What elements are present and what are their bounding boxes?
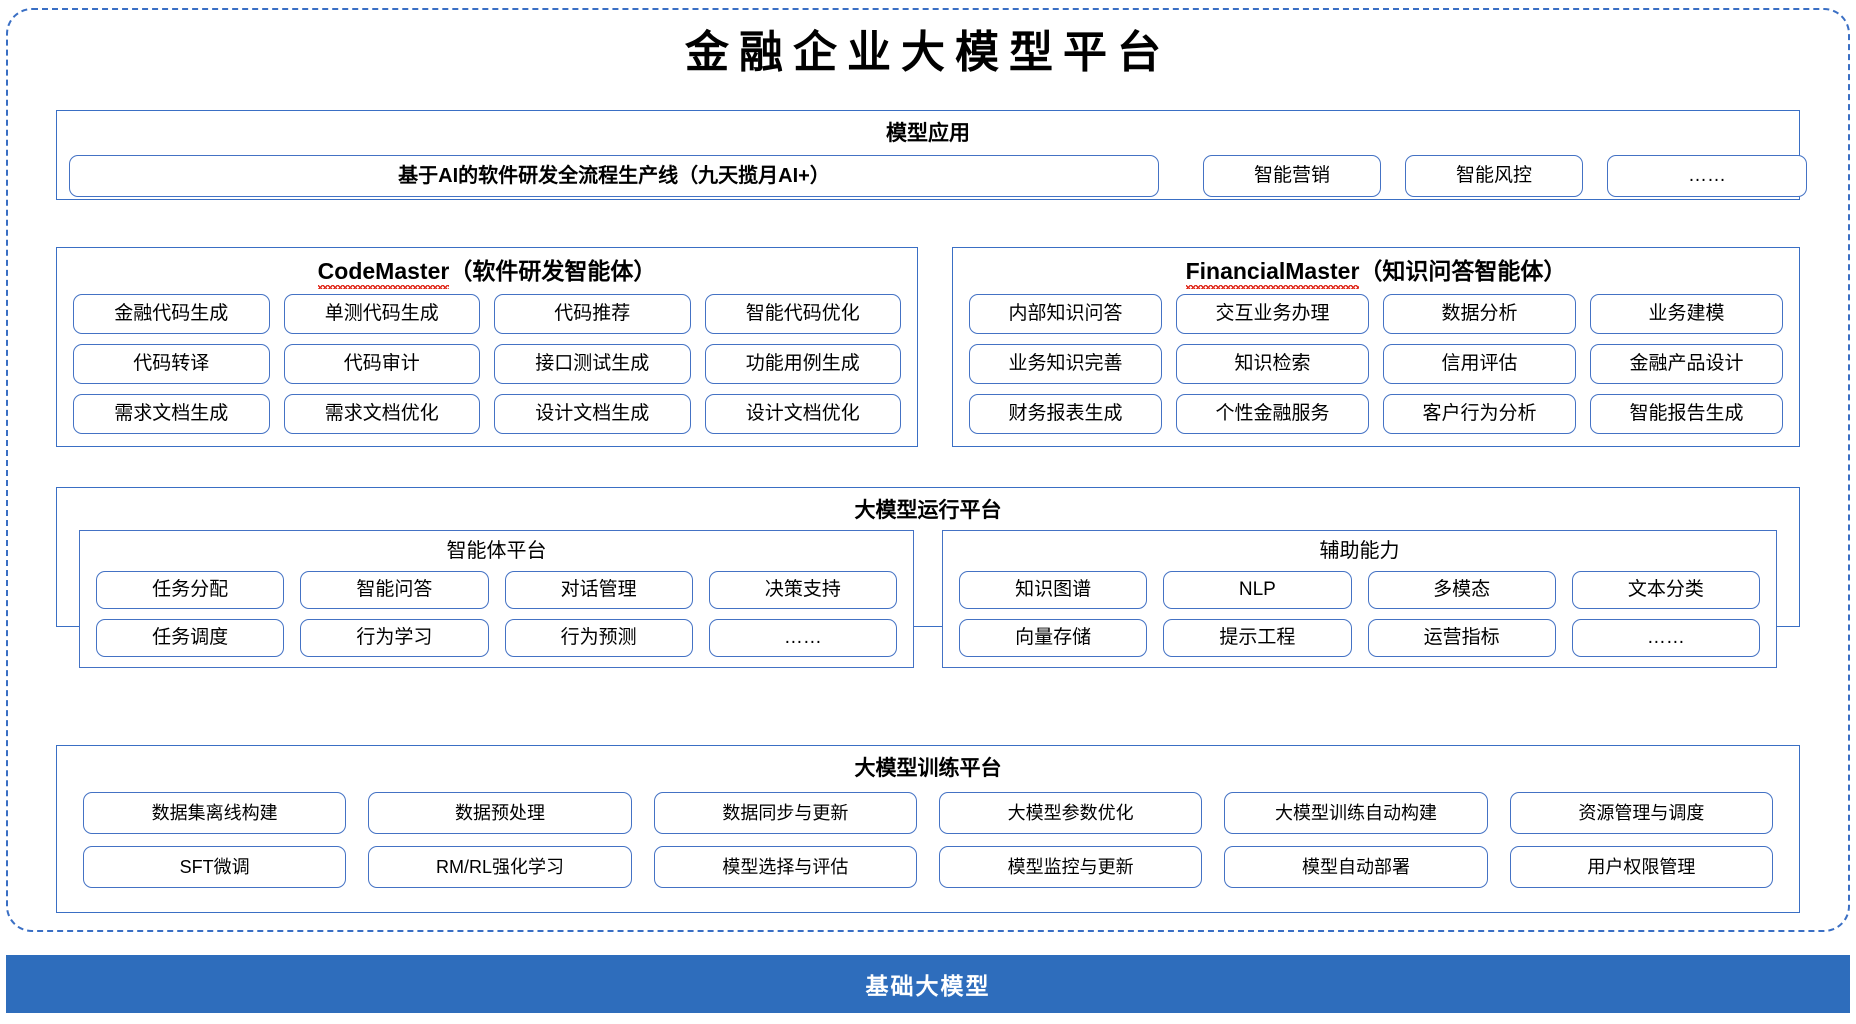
financialmaster-item[interactable]: 金融产品设计 [1590,344,1783,384]
section-financialmaster: FinancialMaster（知识问答智能体） 内部知识问答 交互业务办理 数… [952,247,1800,447]
agent-platform-item[interactable]: 智能问答 [300,571,489,609]
training-item[interactable]: 模型监控与更新 [939,846,1203,888]
model-application-items: 基于AI的软件研发全流程生产线（九天揽月AI+） 智能营销 智能风控 …… [57,155,1807,197]
agent-platform-item[interactable]: 决策支持 [708,571,897,609]
financialmaster-item[interactable]: 客户行为分析 [1383,394,1576,434]
agent-platform-item[interactable]: 行为学习 [300,619,489,657]
section-model-application: 模型应用 基于AI的软件研发全流程生产线（九天揽月AI+） 智能营销 智能风控 … [56,110,1807,200]
financialmaster-item[interactable]: 知识检索 [1176,344,1369,384]
agent-platform-item[interactable]: 任务分配 [96,571,285,609]
training-item[interactable]: 数据集离线构建 [83,792,347,834]
training-platform-grid: 数据集离线构建 数据预处理 数据同步与更新 大模型参数优化 大模型训练自动构建 … [57,784,1799,888]
training-item[interactable]: 大模型参数优化 [939,792,1203,834]
app-item-smart-marketing[interactable]: 智能营销 [1203,155,1381,197]
page-title: 金融企业大模型平台 [685,28,1171,77]
section-title-model-application: 模型应用 [886,122,970,145]
training-item[interactable]: 模型选择与评估 [653,846,917,888]
codemaster-item[interactable]: 需求文档生成 [73,394,270,434]
agent-platform-grid: 任务分配 智能问答 对话管理 决策支持 任务调度 行为学习 行为预测 …… [80,565,913,657]
support-capability-item[interactable]: NLP [1163,571,1352,609]
agent-platform-item[interactable]: 对话管理 [504,571,693,609]
financialmaster-item[interactable]: 业务建模 [1590,294,1783,334]
section-title-codemaster: CodeMaster（软件研发智能体） [57,248,917,289]
codemaster-item[interactable]: 代码推荐 [494,294,691,334]
codemaster-item[interactable]: 代码转译 [73,344,270,384]
subsection-agent-platform: 智能体平台 任务分配 智能问答 对话管理 决策支持 任务调度 行为学习 行为预测… [79,530,914,668]
codemaster-item[interactable]: 需求文档优化 [283,394,480,434]
support-capability-grid: 知识图谱 NLP 多模态 文本分类 向量存储 提示工程 运营指标 …… [943,565,1776,657]
financialmaster-item[interactable]: 内部知识问答 [969,294,1162,334]
training-item[interactable]: 大模型训练自动构建 [1224,792,1488,834]
codemaster-item[interactable]: 金融代码生成 [73,294,270,334]
section-title-training-platform: 大模型训练平台 [854,757,1002,780]
base-model-label: 基础大模型 [865,973,991,999]
outer-dashed-frame [6,8,1850,932]
support-capability-item[interactable]: 多模态 [1367,571,1556,609]
support-capability-item[interactable]: 知识图谱 [959,571,1148,609]
app-item-more[interactable]: …… [1607,155,1807,197]
financialmaster-item[interactable]: 交互业务办理 [1176,294,1369,334]
training-item[interactable]: RM/RL强化学习 [368,846,632,888]
financialmaster-item[interactable]: 信用评估 [1383,344,1576,384]
subsection-title-support-capability: 辅助能力 [1319,540,1400,562]
codemaster-item[interactable]: 接口测试生成 [494,344,691,384]
training-item[interactable]: 用户权限管理 [1509,846,1773,888]
section-title-runtime-platform: 大模型运行平台 [854,499,1002,522]
training-item[interactable]: 模型自动部署 [1224,846,1488,888]
section-runtime-platform: 大模型运行平台 智能体平台 任务分配 智能问答 对话管理 决策支持 任务调度 行… [56,487,1800,668]
runtime-subpanels: 智能体平台 任务分配 智能问答 对话管理 决策支持 任务调度 行为学习 行为预测… [57,526,1799,668]
app-item-ai-pipeline[interactable]: 基于AI的软件研发全流程生产线（九天揽月AI+） [69,155,1159,197]
subsection-support-capability: 辅助能力 知识图谱 NLP 多模态 文本分类 向量存储 提示工程 运营指标 …… [942,530,1777,668]
codemaster-item[interactable]: 设计文档优化 [704,394,901,434]
support-capability-item[interactable]: 提示工程 [1163,619,1352,657]
training-item[interactable]: 数据同步与更新 [653,792,917,834]
codemaster-item[interactable]: 智能代码优化 [704,294,901,334]
support-capability-item[interactable]: 运营指标 [1367,619,1556,657]
section-codemaster: CodeMaster（软件研发智能体） 金融代码生成 单测代码生成 代码推荐 智… [56,247,918,447]
codemaster-item[interactable]: 代码审计 [283,344,480,384]
app-item-smart-risk-control[interactable]: 智能风控 [1405,155,1583,197]
training-item[interactable]: 资源管理与调度 [1509,792,1773,834]
codemaster-capability-grid: 金融代码生成 单测代码生成 代码推荐 智能代码优化 代码转译 代码审计 接口测试… [57,286,917,434]
training-item[interactable]: SFT微调 [83,846,347,888]
agent-platform-item[interactable]: 任务调度 [96,619,285,657]
support-capability-item[interactable]: 文本分类 [1571,571,1760,609]
financialmaster-item[interactable]: 数据分析 [1383,294,1576,334]
section-base-model-bar: 基础大模型 [6,955,1850,1013]
financialmaster-name-cn: （知识问答智能体） [1359,258,1567,284]
financialmaster-item[interactable]: 业务知识完善 [969,344,1162,384]
financialmaster-capability-grid: 内部知识问答 交互业务办理 数据分析 业务建模 业务知识完善 知识检索 信用评估… [953,286,1799,434]
financialmaster-item[interactable]: 智能报告生成 [1590,394,1783,434]
support-capability-item[interactable]: 向量存储 [959,619,1148,657]
codemaster-item[interactable]: 功能用例生成 [704,344,901,384]
section-training-platform: 大模型训练平台 数据集离线构建 数据预处理 数据同步与更新 大模型参数优化 大模… [56,745,1800,913]
codemaster-name-en: CodeMaster [317,258,450,289]
financialmaster-item[interactable]: 个性金融服务 [1176,394,1369,434]
financialmaster-item[interactable]: 财务报表生成 [969,394,1162,434]
agent-platform-item-more[interactable]: …… [708,619,897,657]
codemaster-item[interactable]: 设计文档生成 [494,394,691,434]
training-item[interactable]: 数据预处理 [368,792,632,834]
subsection-title-agent-platform: 智能体平台 [446,540,547,562]
financialmaster-name-en: FinancialMaster [1185,258,1360,289]
support-capability-item-more[interactable]: …… [1571,619,1760,657]
agent-platform-item[interactable]: 行为预测 [504,619,693,657]
codemaster-item[interactable]: 单测代码生成 [283,294,480,334]
section-title-financialmaster: FinancialMaster（知识问答智能体） [953,248,1799,289]
codemaster-name-cn: （软件研发智能体） [449,258,657,284]
